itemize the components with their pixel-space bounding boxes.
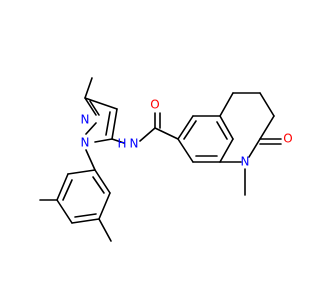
bond-ar-2-3-inner — [62, 179, 73, 201]
atom-label-n-pyrazole-top: N — [81, 113, 90, 127]
bond-lc-c1-n — [248, 138, 261, 158]
atom-label-o-amide: O — [150, 98, 159, 112]
atom-label-n-amide: N — [130, 137, 139, 151]
bond-bz-6-1 — [177, 138, 194, 163]
bond-bz-3-4 — [219, 115, 234, 140]
atom-label-n-lactam: N — [241, 155, 250, 169]
bond-pz-c3-n2 — [84, 97, 97, 116]
atom-label-n-pyrazole-ring: N — [81, 136, 90, 150]
bond-ar-1-2 — [67, 169, 96, 175]
bond-pz-c4-c3 — [84, 97, 118, 110]
bond-c5-nh — [111, 138, 125, 144]
bond-ar-methyl-right — [98, 218, 112, 242]
bond-lc-c4a-c4 — [219, 92, 234, 117]
bond-ar-2-3 — [56, 173, 69, 201]
atom-label-o-lactam: O — [283, 132, 292, 146]
bond-ar-6-1 — [94, 169, 111, 194]
bond-pz-n2-n1 — [85, 122, 97, 135]
bond-ar-4-5-inner — [74, 213, 97, 218]
bond-ar-3-4 — [56, 199, 73, 224]
bond-ar-5-6 — [98, 192, 111, 220]
bond-lc-c2-c1 — [259, 115, 275, 140]
molecule-structure: N N N H O N O — [39, 77, 293, 242]
bond-pz-c3-n2-double — [89, 100, 100, 116]
amide-linker — [111, 112, 179, 144]
bond-nh-carbonyl — [139, 127, 156, 142]
pyrazole-ring — [84, 77, 118, 143]
bond-bz-3-4-inner — [216, 121, 228, 140]
bond-bz-1-2-inner — [183, 120, 197, 140]
atom-labels: N N N H O N O — [81, 98, 293, 169]
bond-pz-c5-c4 — [111, 108, 118, 140]
bond-lc-c3-c2 — [259, 92, 275, 117]
bond-ar-4-5 — [71, 218, 100, 224]
bond-carbonyl-ring — [154, 127, 179, 140]
bond-pz-n1-c5 — [94, 138, 113, 143]
bond-pz-c5-c4-double — [105, 111, 111, 136]
lactam-ring — [219, 92, 282, 196]
benzo-ring — [177, 115, 234, 163]
molecule-diagram: N N N H O N O — [39, 77, 293, 242]
bond-pz-methyl — [84, 77, 93, 99]
atom-label-h-amide: H — [117, 137, 126, 151]
bond-bz-4-5 — [219, 138, 234, 163]
bond-bz-1-2 — [177, 115, 194, 140]
bond-n1-aryl — [85, 149, 96, 171]
bond-ar-6-1-inner — [92, 176, 105, 194]
dimethylphenyl-ring — [39, 149, 112, 242]
